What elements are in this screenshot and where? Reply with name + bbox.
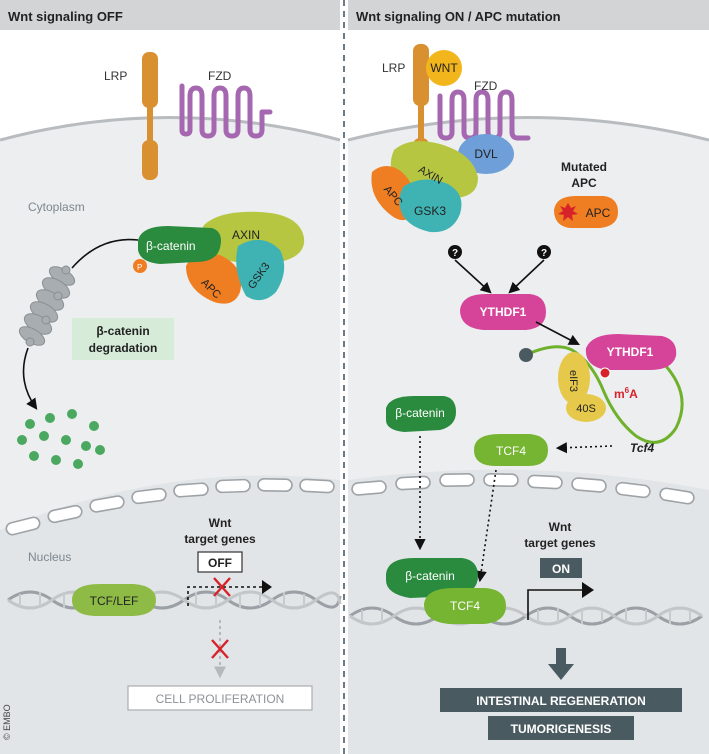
left-blocked-transcription <box>187 586 262 606</box>
mutated-apc-label: APC <box>586 206 611 220</box>
off-status-box <box>197 551 243 573</box>
left-beta-catenin <box>138 226 221 264</box>
mutated-apc-line2: APC <box>571 176 597 190</box>
left-target-line2: target genes <box>184 532 256 546</box>
left-target-line1: Wnt <box>209 516 232 530</box>
right-fzd-receptor <box>437 89 531 141</box>
degraded-fragments <box>17 409 105 469</box>
arrow-translation-to-tcf4 <box>555 442 613 454</box>
left-axin-label: AXIN <box>232 228 260 242</box>
embo-credit: © EMBO <box>2 704 12 740</box>
right-lrp-label: LRP <box>382 61 405 75</box>
right-gsk3 <box>399 179 462 233</box>
cell-proliferation-label: CELL PROLIFERATION <box>156 692 285 706</box>
outcome-arrow <box>548 648 574 680</box>
phospho-marker <box>133 259 147 273</box>
dvl-label: DVL <box>474 147 498 161</box>
intestinal-regeneration-box <box>440 688 682 712</box>
nuclear-tcf4 <box>424 588 506 624</box>
tcf-lef-label: TCF/LEF <box>90 594 139 608</box>
ribosome-40s-label: 40S <box>576 403 596 415</box>
question-label-left: ? <box>452 248 458 259</box>
cytoplasm-label: Cytoplasm <box>28 200 85 214</box>
right-nuclear-envelope <box>351 473 695 505</box>
tcf4-mrna-label: Tcf4 <box>630 441 655 455</box>
right-panel-title: Wnt signaling ON / APC mutation <box>356 9 561 24</box>
arrow-ythdf1-to-mrna <box>535 321 580 346</box>
active-transcription-arrow <box>527 589 584 620</box>
left-lrp-receptor <box>142 52 158 180</box>
tumorigenesis-label: TUMORIGENESIS <box>511 722 612 736</box>
left-fzd-label: FZD <box>208 69 232 83</box>
right-target-line2: target genes <box>524 536 596 550</box>
intestinal-regeneration-label: INTESTINAL REGENERATION <box>476 694 646 708</box>
left-block-cross-icon <box>213 577 231 597</box>
nuclear-tcf4-label: TCF4 <box>450 599 480 613</box>
left-apc <box>186 252 242 304</box>
proteasome-icon <box>18 265 76 347</box>
tcf4-label: TCF4 <box>496 444 526 458</box>
mutation-star-icon <box>558 203 578 221</box>
left-panel-title: Wnt signaling OFF <box>8 9 123 24</box>
m6a-marker <box>599 367 611 379</box>
left-beta-catenin-label: β-catenin <box>146 239 196 253</box>
right-title-bar <box>348 0 709 30</box>
on-status-label: ON <box>552 562 570 576</box>
tumorigenesis-box <box>488 716 634 740</box>
right-gsk3-label: GSK3 <box>414 204 446 218</box>
left-lrp-label: LRP <box>104 69 127 83</box>
eif3-label: eIF3 <box>567 370 579 392</box>
degradation-arrow-out <box>22 347 38 410</box>
tcf-lef-protein <box>72 584 156 616</box>
phospho-label: P <box>137 263 142 272</box>
left-destruction-complex <box>133 211 305 304</box>
nucleus-label: Nucleus <box>28 550 71 564</box>
eif3-factor <box>558 352 590 404</box>
left-gsk3 <box>236 239 285 301</box>
tcf4-import-arrow <box>475 469 497 583</box>
arrow-mutated-to-ythdf1 <box>508 259 545 294</box>
left-fzd-receptor <box>179 83 273 139</box>
question-marker-left <box>448 245 462 259</box>
degradation-line2: degradation <box>89 341 158 355</box>
right-dna <box>349 606 703 626</box>
degradation-line1: β-catenin <box>96 324 149 338</box>
mutated-apc-protein <box>554 196 618 228</box>
right-target-line1: Wnt <box>549 520 572 534</box>
tcf4-mrna <box>527 345 684 444</box>
wnt-label: WNT <box>430 61 458 75</box>
wnt-ligand <box>426 50 462 86</box>
ribosome-40s <box>566 394 606 422</box>
left-title-bar <box>0 0 340 30</box>
m6a-label: m6A <box>614 386 638 401</box>
arrow-complex-to-ythdf1 <box>454 259 492 294</box>
mrna-cap-icon <box>519 348 533 362</box>
ythdf1-bound-label: YTHDF1 <box>607 345 654 359</box>
mutated-apc-line1: Mutated <box>561 160 607 174</box>
question-marker-right <box>537 245 551 259</box>
degradation-arrow-in <box>71 238 139 269</box>
tcf4-protein <box>474 434 548 466</box>
ythdf1-bound-protein <box>585 334 677 370</box>
left-nuclear-envelope <box>5 478 335 536</box>
nuclear-beta-catenin-label: β-catenin <box>405 569 455 583</box>
on-status-box <box>540 558 582 578</box>
right-fzd-label: FZD <box>474 79 498 93</box>
left-nucleus <box>0 475 340 754</box>
question-label-right: ? <box>541 248 547 259</box>
ythdf1-protein <box>460 294 546 330</box>
cell-proliferation-box <box>127 685 313 711</box>
right-beta-catenin <box>386 396 456 432</box>
proliferation-block-cross-icon <box>211 639 229 659</box>
off-status-label: OFF <box>208 556 232 570</box>
ythdf1-label: YTHDF1 <box>480 305 527 319</box>
degradation-box <box>72 318 174 360</box>
right-beta-catenin-label: β-catenin <box>395 406 445 420</box>
